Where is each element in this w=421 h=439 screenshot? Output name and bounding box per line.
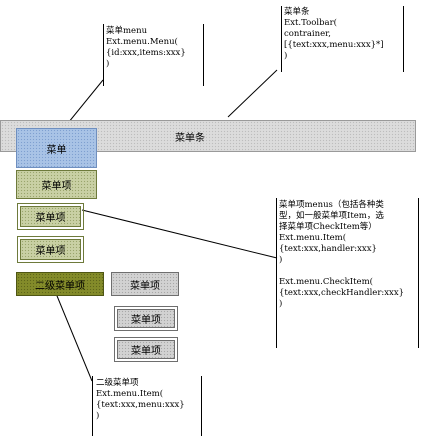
menu-annotation-line: ) [106,59,110,69]
menu-items-annotation-bracket [276,198,419,348]
menu-annotation-line: {id:xxx,items:xxx} [106,48,186,58]
menu-items-annotation-line: Ext.menu.Item( [279,233,347,243]
submenu-item-label: 菜单项 [130,280,160,292]
toolbar-annotation-bracket [281,6,404,72]
submenu-item[interactable]: 菜单项 [114,306,178,331]
menu-item-label: 菜单项 [35,213,66,224]
toolbar-annotation: 菜单条 Ext.Toolbar( contrainer, [{text:xxx,… [284,7,384,62]
submenu-annotation-line: ) [96,411,100,421]
menu-button[interactable]: 菜单 [16,128,97,168]
submenu-item[interactable]: 菜单项 [111,272,179,296]
menu-items-annotation-line: ) [279,299,283,309]
menu-item[interactable]: 菜单项 [16,170,97,199]
menu-items-annotation-line [279,266,404,277]
menu-item-label: 菜单项 [41,181,72,192]
submenu-connector [54,290,93,382]
menu-items-annotation: 菜单项menus（包括各种类 型，如一般菜单项Item，选 择菜单项CheckI… [279,200,404,310]
menu-item-label: 菜单项 [35,246,66,257]
menu-items-annotation-line: ) [279,255,283,265]
toolbar-connector [227,69,278,118]
submenu-item[interactable]: 菜单项 [114,337,178,362]
submenu-annotation-line: {text:xxx,menu:xxx} [96,400,185,410]
menu-items-annotation-line: {text:xxx,handler:xxx} [279,244,377,254]
menu-annotation-line: 菜单menu [106,26,148,36]
menu-items-annotation-line: Ext.menu.CheckItem( [279,277,373,287]
submenu-annotation: 二级菜单项 Ext.menu.Item( {text:xxx,menu:xxx}… [96,378,185,422]
toolbar-annotation-line: ) [284,51,288,61]
submenu-annotation-line: 二级菜单项 [96,378,139,388]
toolbar-annotation-line: [{text:xxx,menu:xxx}*] [284,40,384,50]
toolbar-label: 菜单条 [175,132,205,144]
menu-items-annotation-line: 菜单项menus（包括各种类 [279,200,384,210]
menu-button-label: 菜单 [46,144,67,156]
toolbar-annotation-line: Ext.Toolbar( [284,18,337,28]
menu-annotation-bracket [103,24,204,86]
menu-items-annotation-line: 型，如一般菜单项Item，选 [279,211,384,221]
menu-item[interactable]: 菜单项 [17,203,84,230]
menu-annotation: 菜单menu Ext.menu.Menu( {id:xxx,items:xxx}… [106,26,186,70]
toolbar-annotation-line: 菜单条 [284,7,310,17]
toolbar-annotation-line: contrainer, [284,29,331,39]
menu-items-annotation-line: {text:xxx,checkHandler:xxx} [279,288,405,298]
menu-annotation-line: Ext.menu.Menu( [106,37,178,47]
submenu-item-label: 菜单项 [131,315,161,326]
menu-item[interactable]: 菜单项 [17,236,84,263]
submenu-parent-label: 二级菜单项 [35,280,85,292]
menu-items-annotation-line: 择菜单项CheckItem等） [279,222,377,232]
menu-items-connector [81,209,278,259]
submenu-annotation-line: Ext.menu.Item( [96,389,164,399]
submenu-annotation-bracket [92,376,202,436]
submenu-item-label: 菜单项 [131,346,161,357]
submenu-parent-item[interactable]: 二级菜单项 [16,272,104,296]
